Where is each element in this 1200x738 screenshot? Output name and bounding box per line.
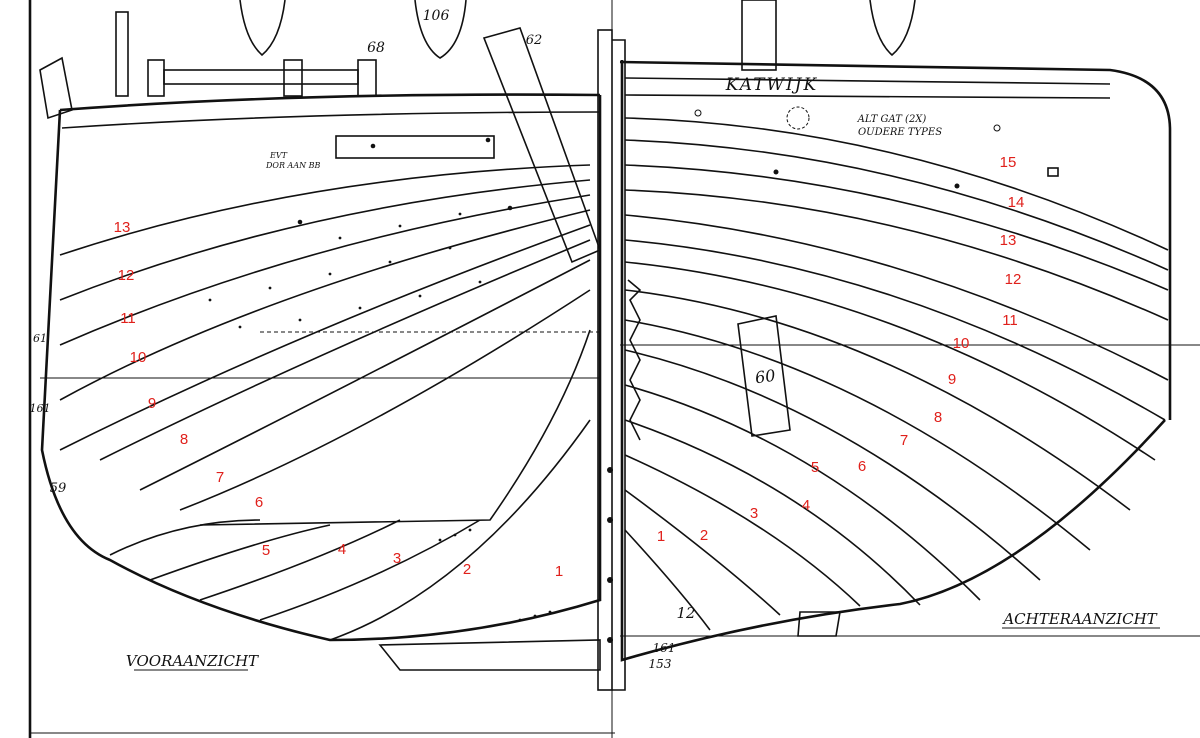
rear-plank-labels: 15 14 13 12 11 10 9 8 7 6 5 4 3 2 1 [657, 154, 1025, 545]
plank-number: 10 [953, 335, 970, 352]
part-number: 161 [30, 402, 51, 415]
plank-number: 7 [900, 432, 908, 449]
plank-number: 4 [802, 497, 810, 514]
plank-number: 9 [948, 371, 956, 388]
plank-number: 11 [1002, 312, 1018, 329]
plank-number: 7 [216, 469, 224, 486]
plank-number: 10 [130, 349, 147, 366]
keel-front [378, 639, 601, 671]
part-number: 68 [367, 40, 385, 56]
part-number: 61 [33, 332, 47, 345]
plank-number: 2 [463, 561, 471, 578]
plank-number: 5 [811, 459, 819, 476]
plank-number: 9 [148, 395, 156, 412]
plank-number: 11 [120, 310, 136, 327]
skeg [797, 611, 841, 637]
rowlock-fork [414, 0, 467, 59]
sheer-strake-top [61, 111, 601, 129]
plank-number: 1 [555, 563, 563, 580]
part-number: 106 [423, 8, 450, 24]
plank-number: 8 [180, 431, 188, 448]
plank-number: 1 [657, 528, 665, 545]
plank-number: 8 [934, 409, 942, 426]
gunwale [59, 93, 601, 112]
part-number: 60 [754, 366, 777, 388]
part-number: 59 [50, 481, 67, 496]
rivet-rows [208, 137, 552, 622]
rowlock-fork [239, 0, 286, 57]
rowlock-fork [869, 0, 916, 57]
rear-note-line1: ALT GAT (2X) [857, 114, 927, 125]
stem-post [597, 29, 642, 691]
rear-note-line2: OUDERE TYPES [858, 127, 942, 138]
plank-number: 5 [262, 542, 270, 559]
transom-post [741, 0, 777, 71]
rudder-blade [737, 315, 791, 437]
plank-number: 3 [750, 505, 758, 522]
plank-number: 15 [1000, 154, 1017, 171]
fender-board [335, 135, 495, 159]
hull-outline-front [40, 95, 602, 642]
bow-head [39, 56, 73, 120]
hull-outline-rear [620, 60, 1166, 662]
oar-post [115, 11, 129, 97]
thwart-block [357, 59, 377, 97]
part-number: 12 [676, 604, 695, 622]
part-number: 153 [649, 657, 672, 671]
plank-number: 12 [118, 267, 135, 284]
thwart-block [283, 59, 303, 97]
plank-number: 6 [858, 458, 866, 475]
plank-number: 12 [1005, 271, 1022, 288]
plank-number: 6 [255, 494, 263, 511]
front-note-line2: DOR AAN BB [265, 161, 321, 170]
rear-view-title: ACHTERAANZICHT [1001, 610, 1157, 628]
front-view [39, 0, 602, 671]
plank-number: 13 [1000, 232, 1017, 249]
plank-number: 2 [700, 527, 708, 544]
plank-number: 3 [393, 550, 401, 567]
part-number: 161 [653, 641, 676, 655]
boat-name: KATWIJK [725, 75, 818, 95]
plank-number: 13 [114, 219, 131, 236]
thwart-block [147, 59, 165, 97]
rear-view [619, 0, 1172, 662]
plank-number: 14 [1008, 194, 1025, 211]
front-view-title: VOORAANZICHT [126, 652, 259, 670]
front-plank-labels: 13 12 11 10 9 8 7 6 5 4 3 2 1 [114, 219, 564, 580]
plank-number: 4 [338, 541, 346, 558]
transom-top [619, 60, 1172, 420]
thwart [163, 69, 359, 85]
front-note-line1: EVT [269, 151, 288, 160]
part-number: 62 [526, 33, 543, 48]
